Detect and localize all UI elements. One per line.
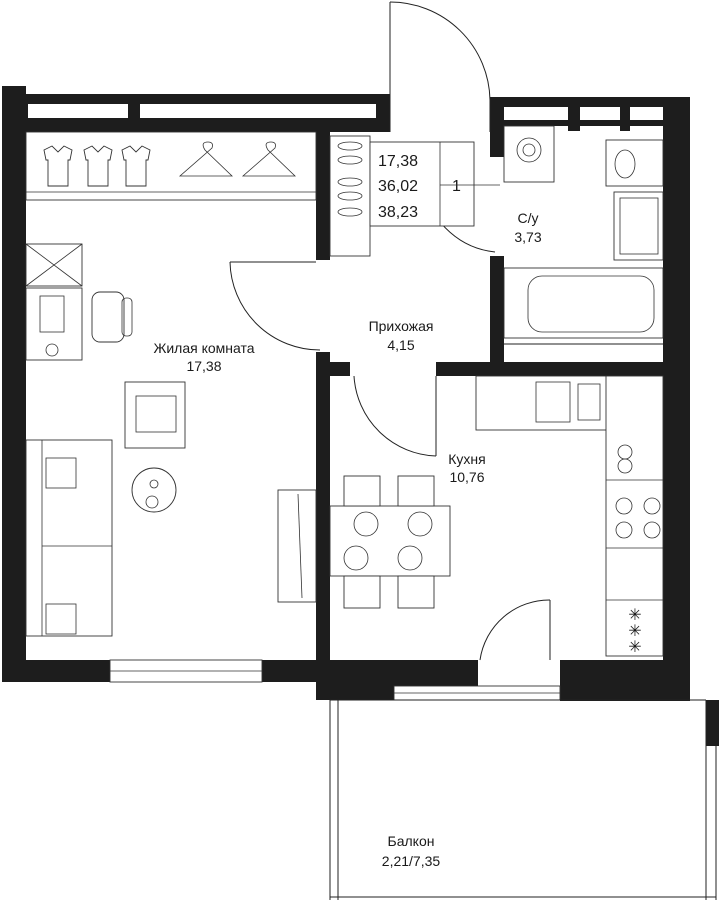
summary-rooms-count: 1 <box>452 178 461 195</box>
summary-total-area: 38,23 <box>378 204 418 221</box>
room-living-name: Жилая комната <box>153 340 254 356</box>
area-summary: 17,38 36,02 38,23 1 <box>378 153 500 221</box>
bathroom-furniture <box>503 125 664 345</box>
room-hall-area: 4,15 <box>387 337 414 353</box>
living-furniture <box>25 131 317 637</box>
entrance-door <box>389 1 491 132</box>
balcony <box>329 699 717 900</box>
room-kitchen-name: Кухня <box>448 451 485 467</box>
svg-text:✳: ✳ <box>628 623 641 640</box>
interior-doors <box>229 189 551 661</box>
kitchen-furniture: ✳ ✳ ✳ <box>329 375 664 657</box>
walls <box>2 86 719 746</box>
svg-text:✳: ✳ <box>628 639 641 656</box>
room-balcony-name: Балкон <box>388 833 435 849</box>
room-kitchen-area: 10,76 <box>449 469 484 485</box>
hall-furniture <box>329 135 475 257</box>
windows <box>109 659 561 701</box>
summary-living-area: 17,38 <box>378 153 418 170</box>
summary-living-total: 36,02 <box>378 178 418 195</box>
room-living-area: 17,38 <box>186 358 221 374</box>
room-labels: Жилая комната 17,38 Прихожая 4,15 С/у 3,… <box>153 210 541 869</box>
room-bath-area: 3,73 <box>514 229 541 245</box>
room-balcony-area: 2,21/7,35 <box>382 853 441 869</box>
room-bath-name: С/у <box>518 210 539 226</box>
room-hall-name: Прихожая <box>369 318 434 334</box>
svg-text:✳: ✳ <box>628 607 641 624</box>
